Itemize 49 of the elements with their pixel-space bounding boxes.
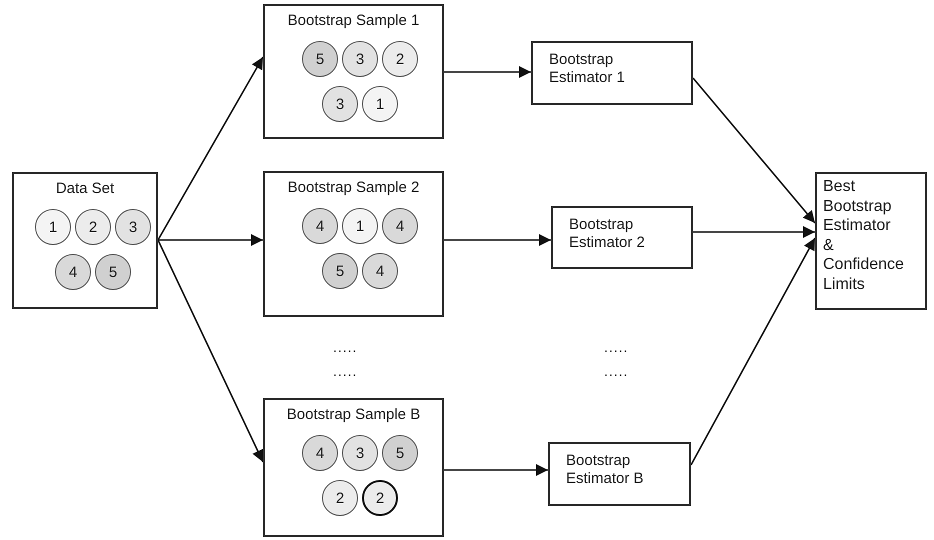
arrow [690,238,816,466]
sample-box [263,171,444,317]
data-point-circle: 1 [362,86,398,122]
data-point-circle: 4 [382,208,418,244]
arrow [692,77,816,224]
arrow [693,226,815,238]
data-point-circle: 2 [322,480,358,516]
data-point-circle: 4 [302,435,338,471]
data-point-circle: 5 [95,254,131,290]
ellipsis-text: ..... [333,340,358,354]
data-point-circle: 2 [362,480,398,516]
data-point-circle: 5 [322,253,358,289]
data-point-circle: 3 [342,435,378,471]
estimator-box [531,41,693,105]
data-point-circle: 1 [342,208,378,244]
box-title: Data Set [54,180,116,197]
data-point-circle: 3 [342,41,378,77]
data-point-circle: 4 [302,208,338,244]
arrow [444,234,551,246]
sample-box [263,398,444,537]
ellipsis-text: ..... [604,364,628,378]
data-point-circle: 4 [362,253,398,289]
data-point-circle: 3 [322,86,358,122]
data-point-circle: 3 [115,209,151,245]
box-title: Bootstrap Sample 2 [286,179,420,196]
arrow [444,66,531,78]
data-point-circle: 4 [55,254,91,290]
ellipsis-text: ..... [604,340,628,354]
sample-box [263,4,444,139]
data-point-circle: 5 [382,435,418,471]
arrow [444,464,548,476]
data-point-circle: 2 [382,41,418,77]
box-title: Bootstrap Sample 1 [286,12,420,29]
sample-box [12,172,158,309]
box-title: Bootstrap Sample B [286,406,422,423]
arrow [157,56,264,240]
box-text: Bootstrap Estimator 2 [569,216,646,252]
box-text: Bootstrap Estimator B [566,452,645,488]
arrow [158,234,263,246]
estimator-box [548,442,691,506]
data-point-circle: 5 [302,41,338,77]
box-text: Best Bootstrap Estimator & Confidence Limits [823,177,905,294]
ellipsis-text: ..... [333,364,358,378]
estimator-box [551,206,693,269]
arrow [157,240,264,462]
data-point-circle: 1 [35,209,71,245]
result-box [815,172,927,310]
box-text: Bootstrap Estimator 1 [549,51,626,87]
data-point-circle: 2 [75,209,111,245]
